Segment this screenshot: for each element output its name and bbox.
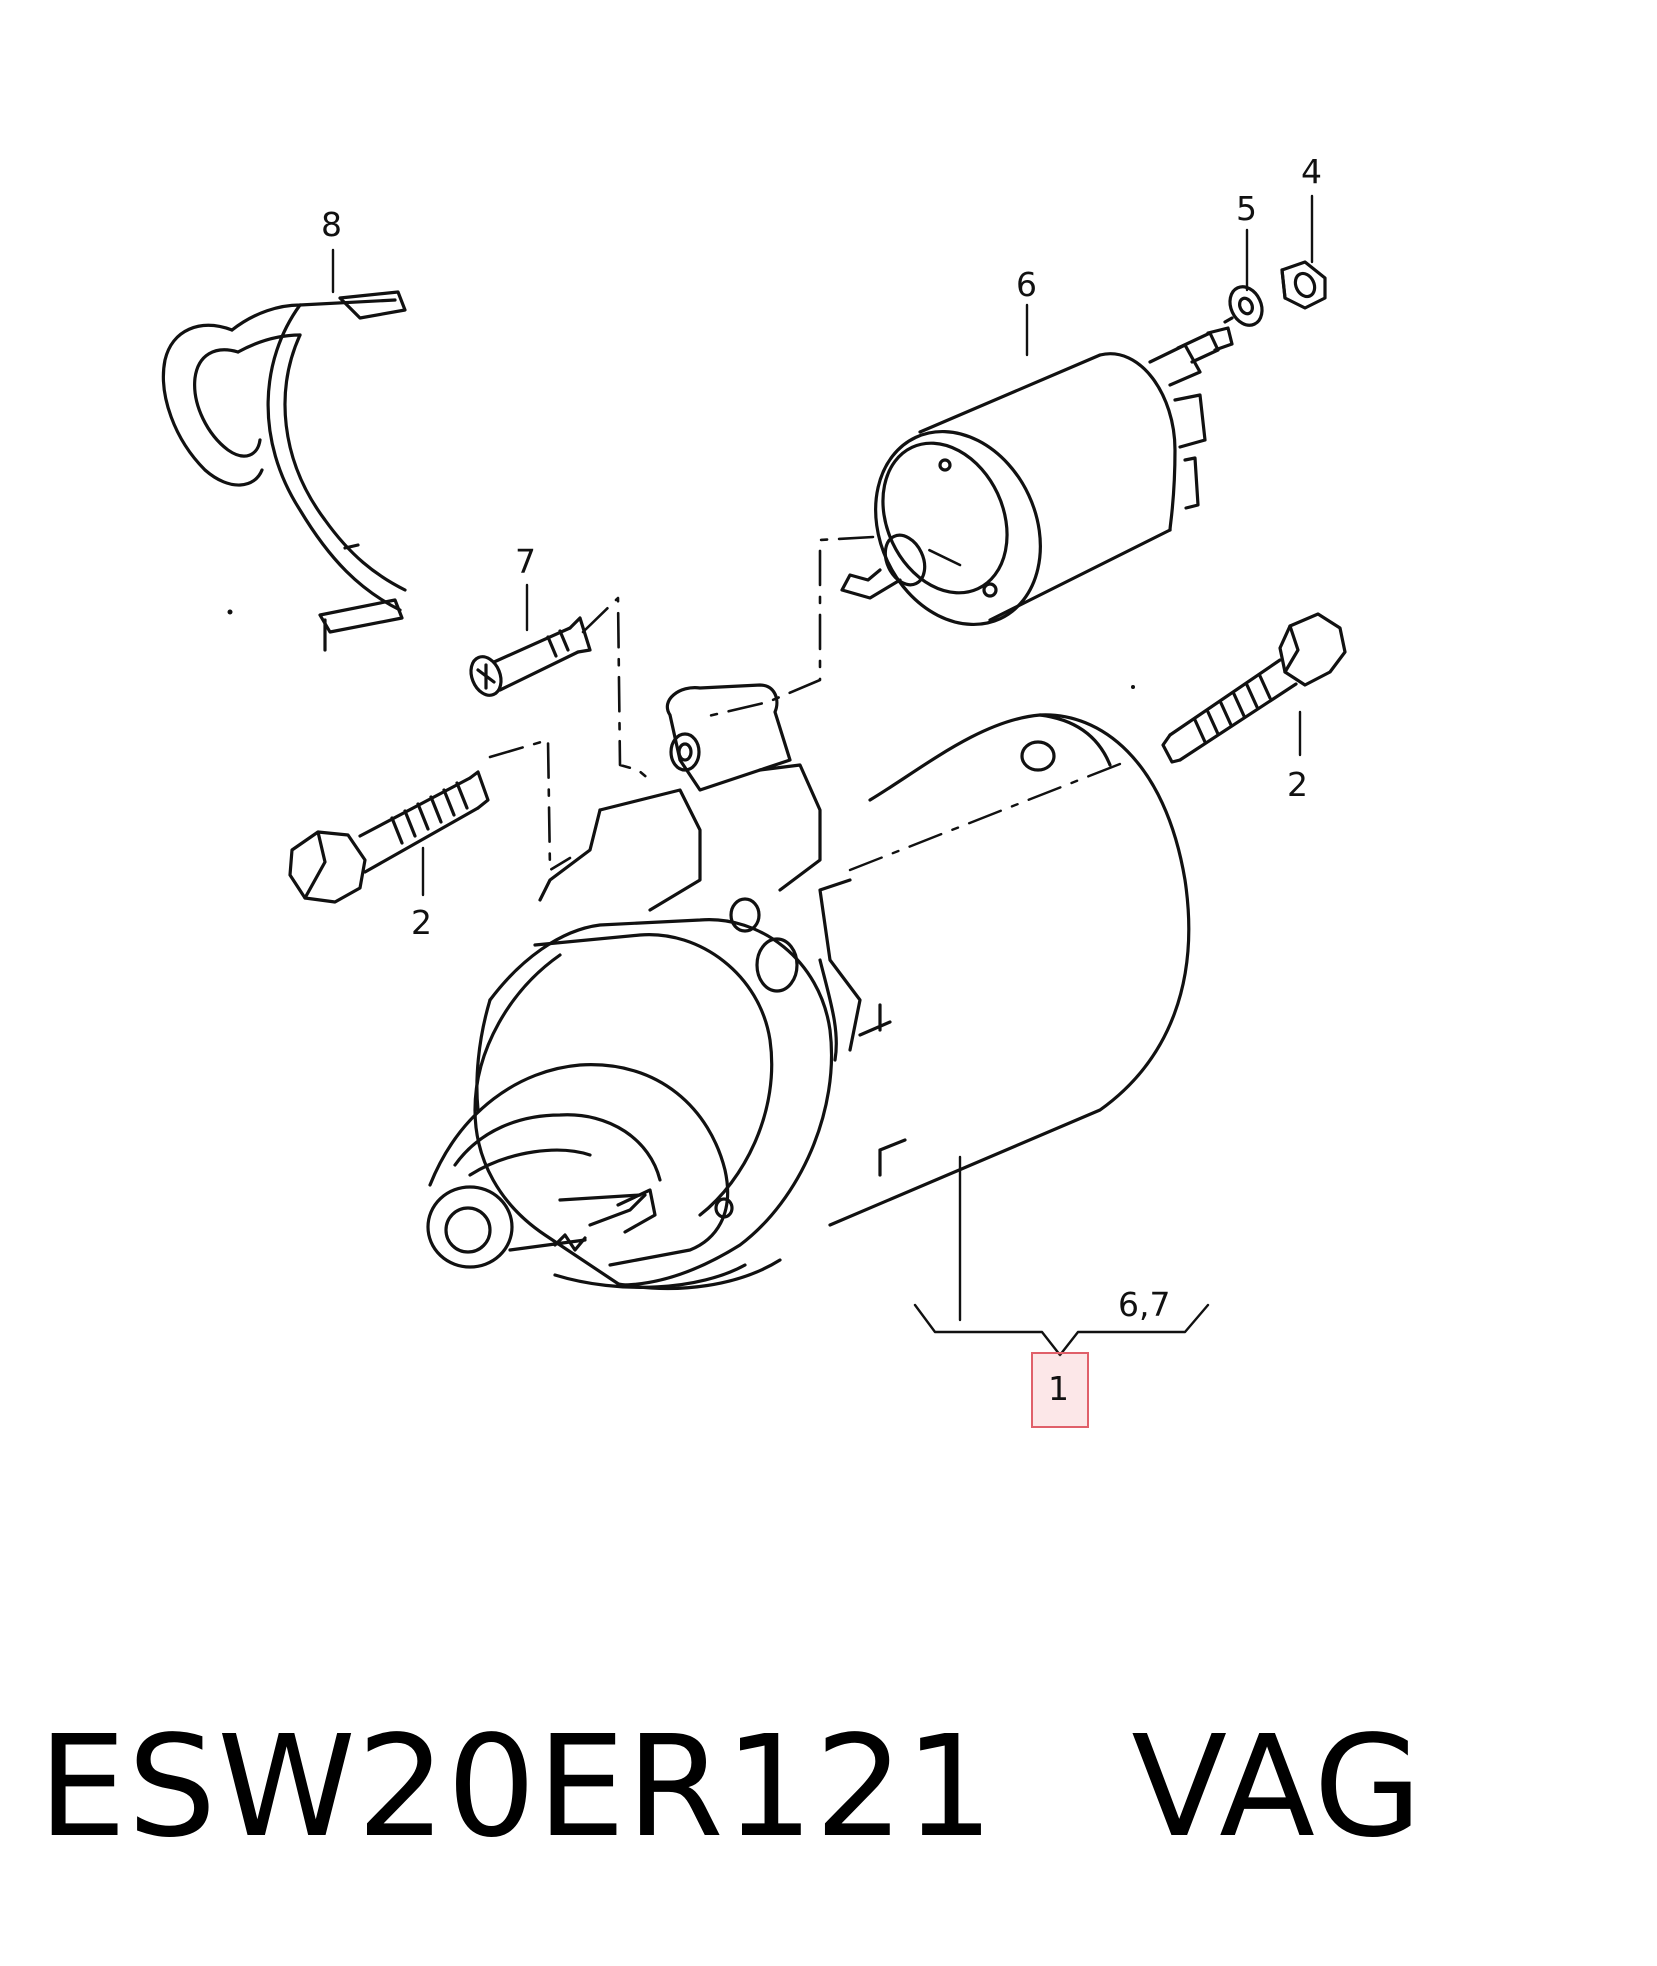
washer-5 [1223,285,1264,327]
callout-5: 5 [1236,189,1257,228]
part-number: ESW20ER121 [38,1706,995,1869]
callout-6: 6 [1016,265,1037,304]
callout-7: 7 [515,542,536,581]
nut-4 [1280,260,1327,310]
callout-2-left: 2 [411,903,432,942]
bolt-2-right [1161,612,1347,764]
starter-motor [426,683,1191,1291]
callout-8: 8 [321,205,342,244]
callout-4: 4 [1301,152,1322,191]
clamp-bracket [161,290,407,652]
solenoid [840,326,1234,627]
callout-2-right: 2 [1287,765,1308,804]
caption-gap [995,1706,1132,1869]
leader-lines [331,194,1314,1357]
assembly-lines [488,535,962,872]
callout-6-7: 6,7 [1118,1285,1171,1324]
brand-name: VAG [1131,1706,1423,1869]
bolt-2-left [288,770,490,904]
part-caption: ESW20ER121 VAG [38,1718,1423,1858]
callout-1-highlight [1031,1352,1089,1428]
callout-1: 1 [1048,1369,1069,1408]
screw-7 [469,616,592,697]
